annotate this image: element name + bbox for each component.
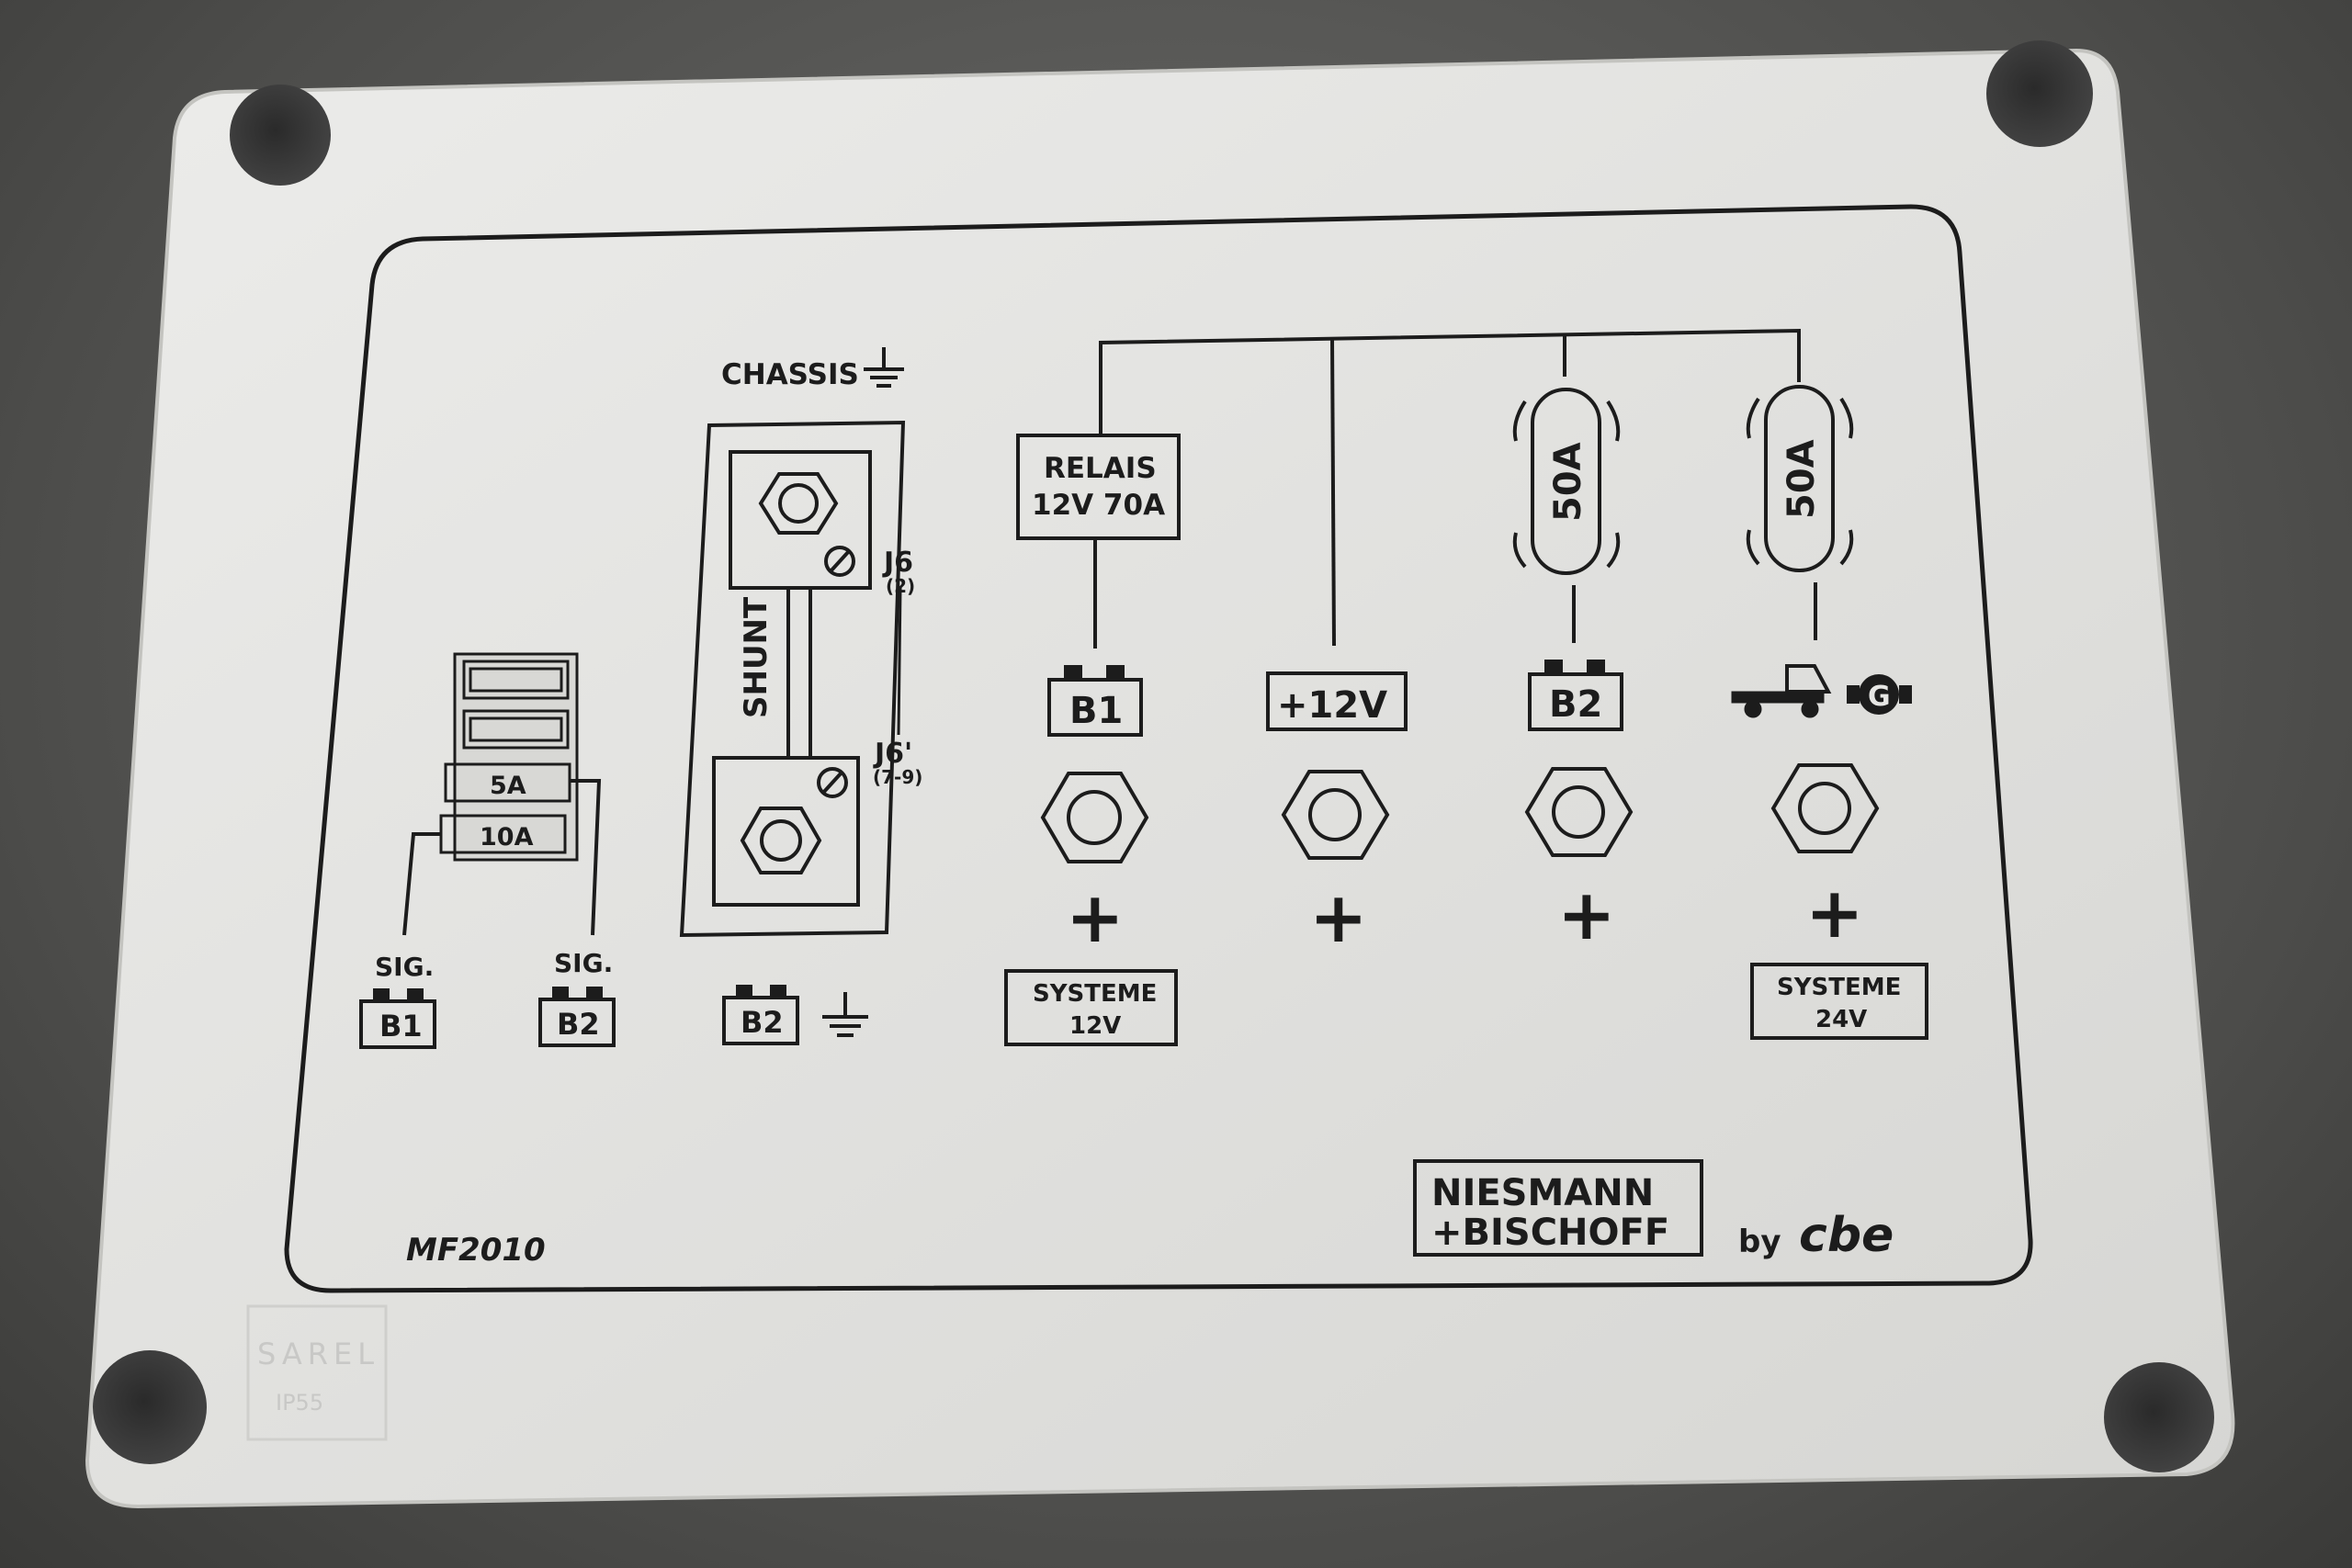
j6-bottom-label: J6' [873,738,912,770]
j6-bottom-sub: (7-9) [873,766,922,788]
shunt-bottom-nut-icon [740,807,822,874]
shunt-block [679,420,906,938]
term-b2-label: B2 [1549,683,1602,726]
fuse-right-label: 50A [1781,439,1823,519]
battery-icon [538,987,616,1047]
shunt-top-nut-icon [758,472,839,535]
batt-b2-ground: B2 [741,1005,784,1040]
plus-sign-b1: + [1066,876,1125,958]
system-12v-box [1004,969,1178,1046]
system24-line1: SYSTEME [1777,974,1901,1001]
chassis-label: CHASSIS [721,358,859,391]
j6-top-label: J6 [882,547,913,579]
screw-hole-top-right [1986,40,2093,147]
brand-box [1413,1159,1703,1257]
screw-hole-bottom-left [93,1350,207,1464]
bus-wiring [1093,328,1817,649]
fuse-50a-right-icon [1746,385,1854,572]
system24-line2: 24V [1815,1006,1867,1033]
generator-icon: G [1847,674,1912,715]
relay-line2: 12V 70A [1032,489,1165,522]
ground-symbol-icon [864,347,904,388]
relay-line1: RELAIS [1044,452,1157,485]
battery-icon [722,985,799,1045]
model-number: MF2010 [406,1232,546,1269]
maker-name: SAREL [257,1337,379,1371]
terminal-nut-b2-icon [1524,767,1634,857]
shunt-right-lead-top [897,587,902,736]
fuse-left-label: 50A [1547,442,1589,522]
cbe-logo: cbe [1799,1208,1894,1263]
ground-symbol-icon [822,992,868,1037]
shunt-label: SHUNT [738,596,775,718]
label-border [284,204,2033,1293]
sig-b2-label: SIG. [554,948,613,978]
fuse-holder [439,652,579,862]
system-24v-box [1750,963,1928,1040]
screw-hole-top-left [230,85,331,186]
generator-letter: G [1868,681,1891,713]
plus-sign-24v: + [1805,872,1864,953]
shunt-top-nut-hole [778,483,819,524]
shunt-bottom-nut-hole [760,819,802,862]
truck-icon [1731,664,1832,718]
term-12v-box [1266,671,1408,731]
plus-sign-b2: + [1557,874,1616,955]
shunt-bottom-screw-icon [817,767,848,798]
battery-icon [1047,665,1143,737]
battery-icon [359,988,436,1049]
term-b1-label: B1 [1069,690,1123,732]
signal-wires [402,779,602,936]
brand-line2: +BISCHOFF [1431,1212,1669,1254]
shunt-top-screw-icon [824,546,855,577]
fuse-10a-label: 10A [480,823,534,852]
enclosure-lid [85,48,2235,1509]
rating-mark: IP55 [276,1390,323,1416]
plus-sign-12v: + [1309,876,1368,958]
sarel-emboss: SAREL IP55 [246,1304,388,1441]
terminal-nut-b1-icon [1040,772,1149,863]
brand-line1: NIESMANN [1431,1172,1654,1214]
fuse-5a-label: 5A [490,772,526,800]
screw-hole-bottom-right [2104,1362,2214,1472]
relay-box [1016,434,1181,540]
term-12v-label: +12V [1277,684,1387,727]
terminal-nut-12v-icon [1281,770,1390,860]
fuse-50a-left-icon [1512,388,1621,575]
battery-icon [1528,660,1623,731]
terminal-nut-24v-icon [1770,763,1880,853]
system12-line1: SYSTEME [1033,980,1157,1008]
system12-line2: 12V [1069,1012,1121,1040]
batt-b2-small: B2 [557,1007,600,1042]
batt-b1-small: B1 [379,1009,423,1043]
sig-b1-label: SIG. [375,952,434,982]
by-label: by [1738,1224,1781,1260]
